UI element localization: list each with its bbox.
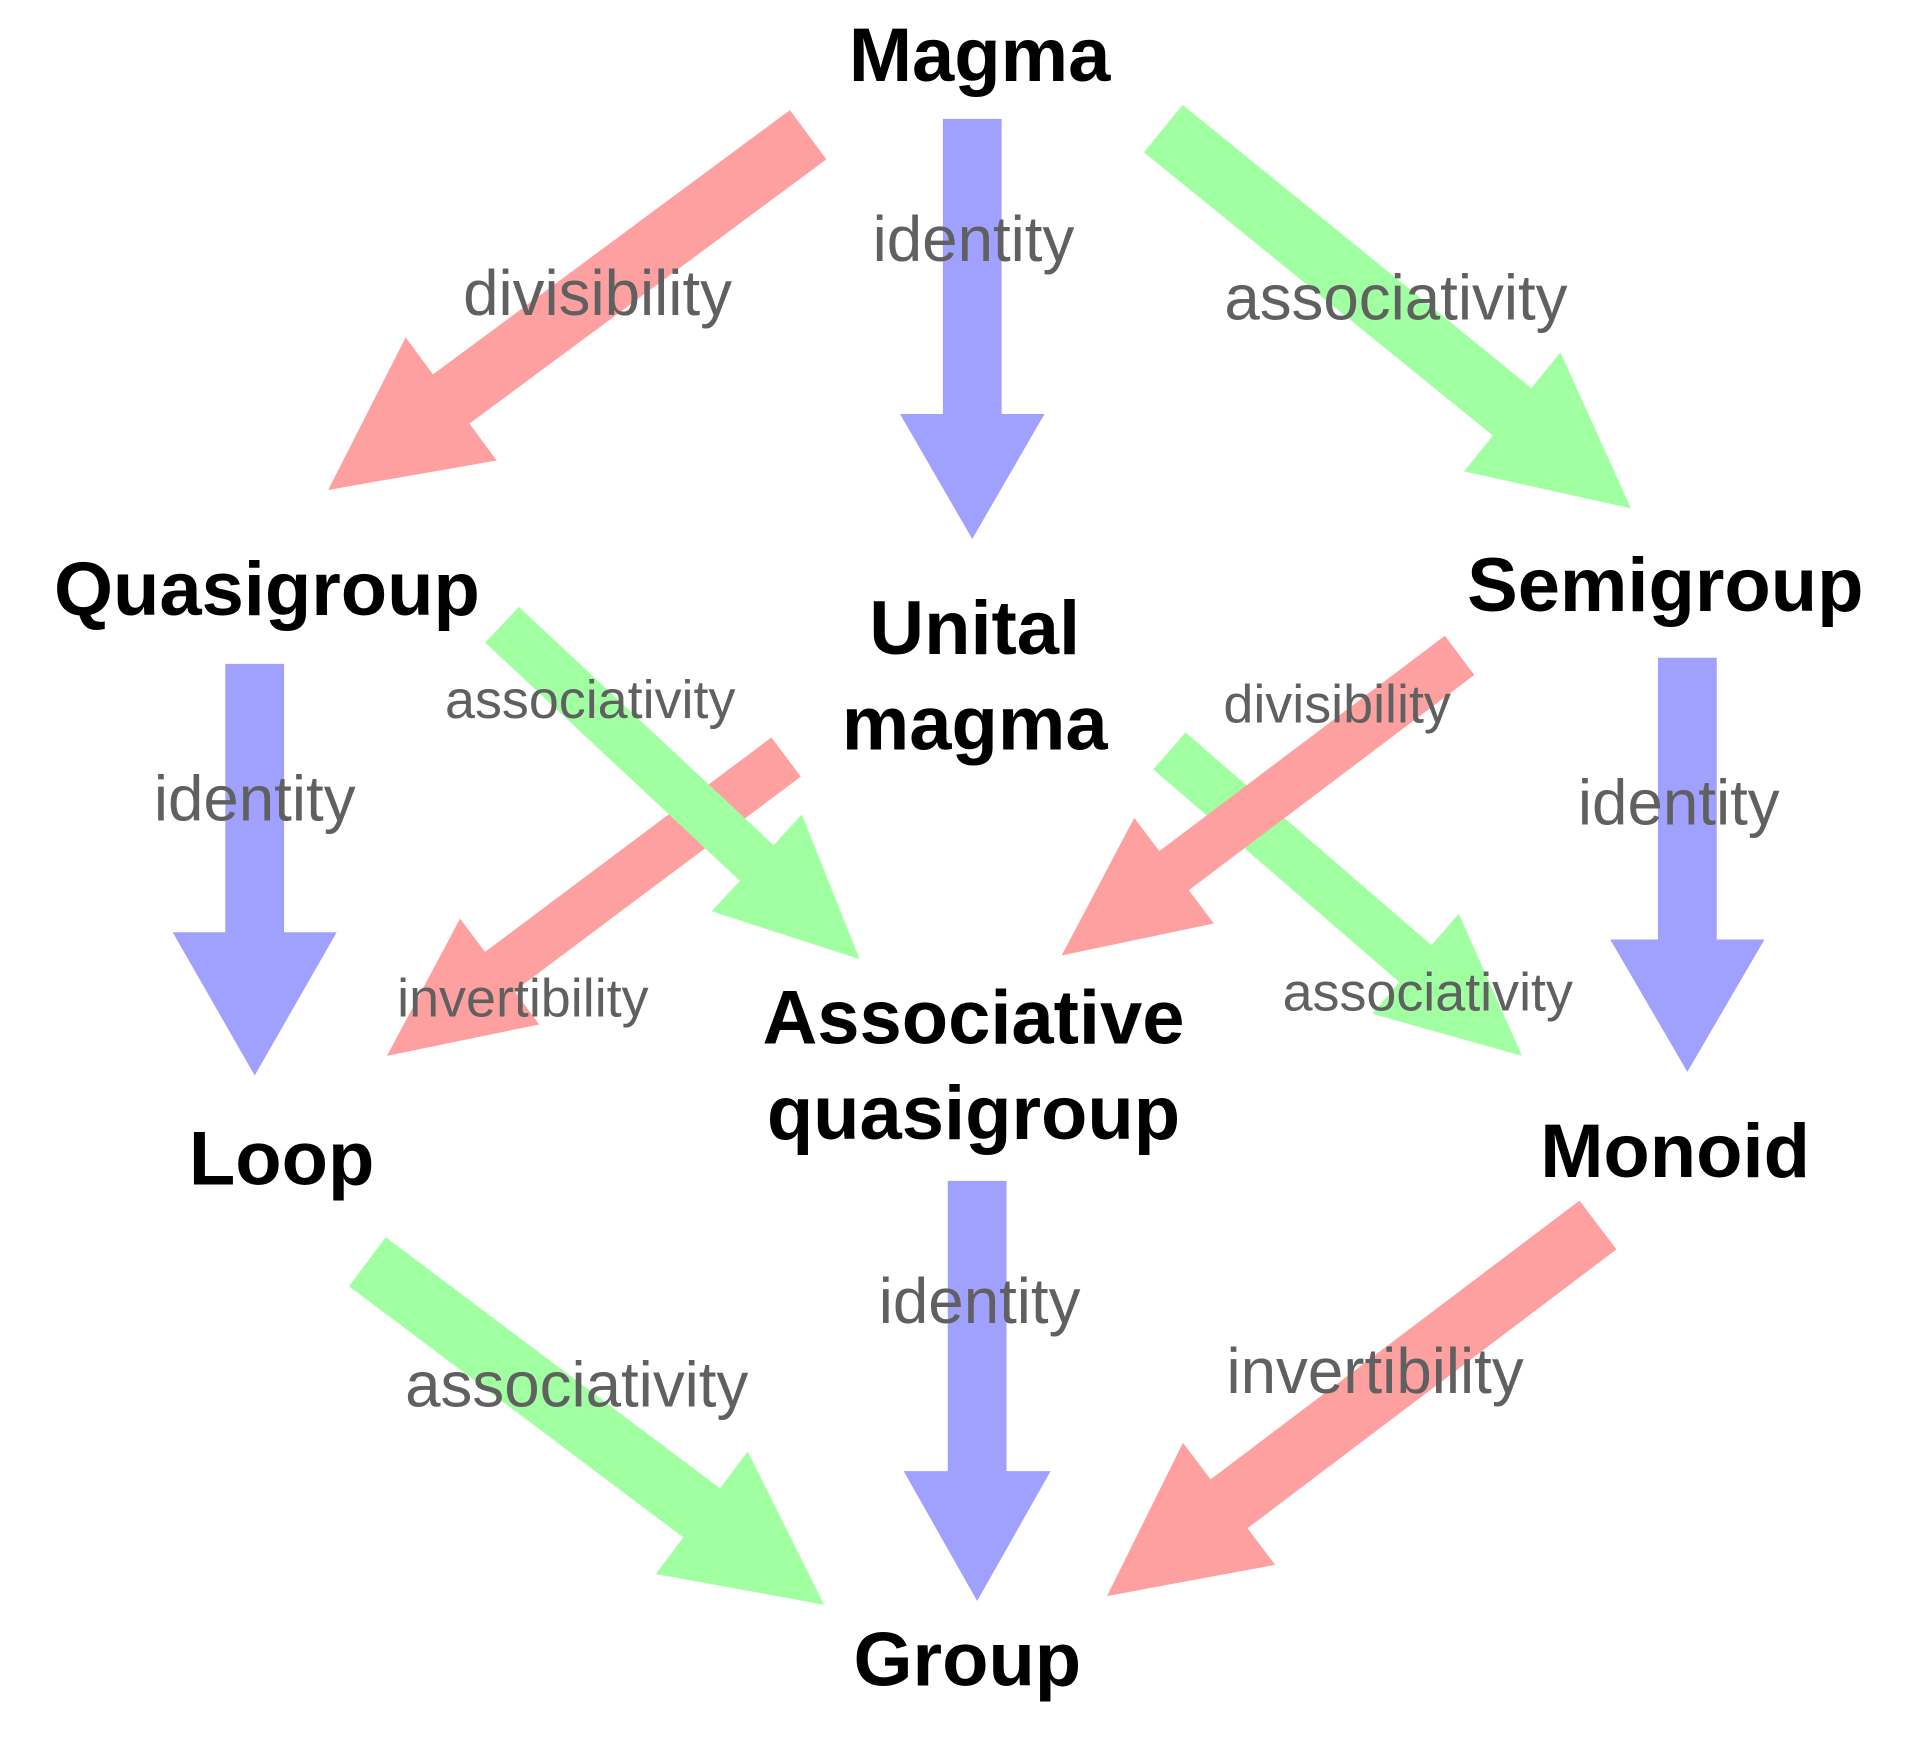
node-quasigroup: Quasigroup <box>54 547 480 632</box>
arrow-identity <box>900 118 1045 539</box>
edge-label-magma-unital: identity <box>873 204 1075 275</box>
node-unital-magma-line2: magma <box>842 682 1109 767</box>
edge-label-magma-quasigroup: divisibility <box>463 258 732 329</box>
edge-label-semigroup-monoid: identity <box>1578 767 1780 838</box>
edge-label-unital-monoid: associativity <box>1283 963 1573 1023</box>
node-associative-quasigroup-line2: quasigroup <box>767 1071 1180 1156</box>
edge-label-loop-group: associativity <box>405 1349 748 1420</box>
edge-label-magma-semigroup: associativity <box>1224 263 1567 334</box>
edge-label-quasigroup-loop: identity <box>154 764 356 835</box>
arrow-associativity <box>485 606 860 960</box>
arrow-associativity <box>348 1237 825 1605</box>
node-monoid: Monoid <box>1540 1109 1810 1194</box>
arrow-invertibility <box>1106 1200 1617 1597</box>
arrow-identity <box>903 1180 1051 1602</box>
node-associative-quasigroup-line1: Associative <box>762 976 1184 1061</box>
node-magma: Magma <box>849 13 1111 98</box>
edge-label-unital-loop: invertibility <box>397 969 649 1029</box>
node-group: Group <box>854 1618 1082 1703</box>
arrow-identity <box>172 663 337 1076</box>
node-unital-magma-line1: Unital <box>869 586 1080 671</box>
arrow-divisibility <box>328 110 827 490</box>
arrow-divisibility <box>1061 635 1475 956</box>
arrows-layer <box>172 104 1765 1605</box>
arrow-identity <box>1610 657 1765 1072</box>
edge-label-semigroup-assoc: divisibility <box>1223 675 1451 735</box>
node-semigroup: Semigroup <box>1467 543 1863 628</box>
edge-label-quasigroup-assoc: associativity <box>445 670 735 730</box>
edge-label-assoc-group: identity <box>879 1266 1081 1337</box>
arrow-associativity <box>1143 104 1632 509</box>
node-loop: Loop <box>189 1117 374 1202</box>
edge-label-monoid-group: invertibility <box>1227 1336 1524 1407</box>
